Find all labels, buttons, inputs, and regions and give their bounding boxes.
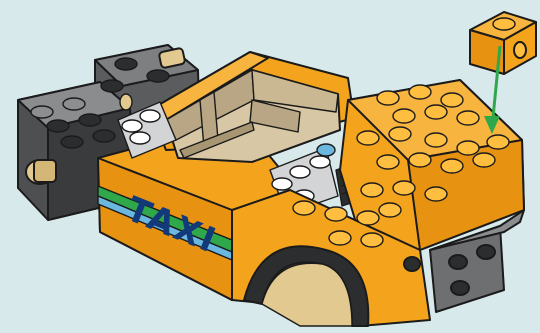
orange-brick-part (470, 12, 536, 74)
